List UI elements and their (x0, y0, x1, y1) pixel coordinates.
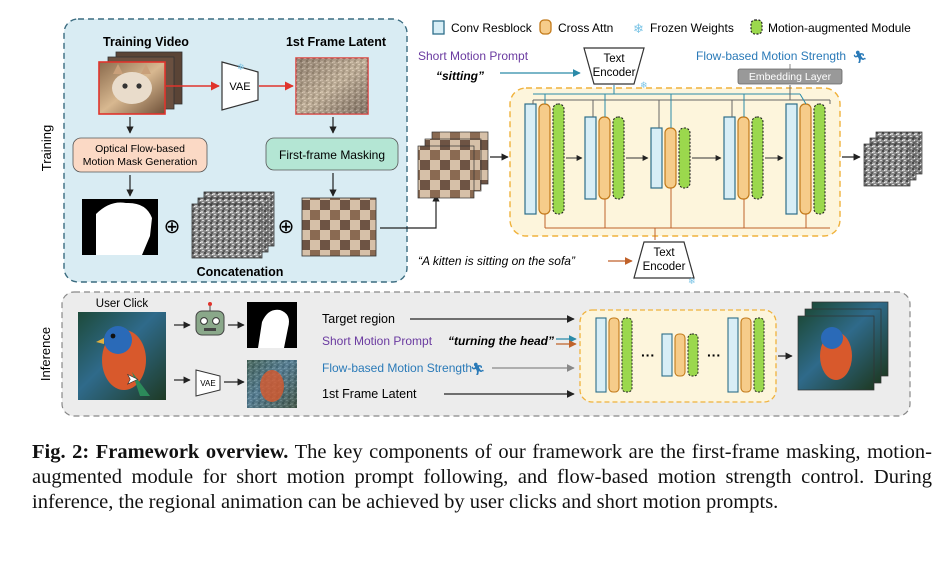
user-click-label: User Click (96, 298, 149, 310)
legend-cross-label: Cross Attn (558, 21, 613, 35)
vae-block-inference: VAE (195, 369, 221, 397)
inference-panel: Inference User Click ➤ VAE (38, 291, 911, 417)
training-video-label: Training Video (103, 35, 189, 49)
first-frame-latent-label: 1st Frame Latent (286, 35, 387, 49)
motion-mask-generation-box: Optical Flow-based Motion Mask Generatio… (72, 137, 208, 173)
ellipsis-dots: ··· (707, 347, 721, 363)
training-panel: Training Training Video 1st Frame Latent… (39, 18, 408, 283)
svg-text:Text: Text (603, 53, 625, 65)
first-frame-masking-box: First-frame Masking (265, 137, 399, 171)
motion-strength-inference-label: Flow-based Motion Strength (322, 361, 472, 375)
snowflake-icon: ❄ (237, 62, 245, 72)
svg-text:Encoder: Encoder (643, 261, 686, 273)
concatenation-label: Concatenation (197, 265, 284, 279)
target-region-label: Target region (322, 312, 395, 326)
figure-caption: Fig. 2: Framework overview. The key comp… (32, 440, 932, 515)
first-frame-latent-inference-label: 1st Frame Latent (322, 387, 417, 401)
unet-inference: ··· ··· (579, 309, 777, 403)
prompt-example-sitting: “sitting” (436, 69, 484, 83)
training-video-frames (98, 51, 183, 115)
framework-figure: Conv Resblock Cross Attn ❄ Frozen Weight… (38, 18, 923, 417)
plus-symbol: ⊕ (278, 216, 295, 238)
robot-icon (195, 302, 225, 336)
snowflake-icon: ❄ (633, 21, 644, 36)
prompt-example-turning: “turning the head” (448, 334, 554, 348)
cursor-icon: ➤ (126, 371, 139, 388)
text-encoder-bottom: Text Encoder ❄ (633, 241, 696, 286)
output-bird-frames (797, 301, 889, 391)
stacked-input-frames (417, 131, 489, 199)
ellipsis-dots: ··· (641, 347, 655, 363)
legend-conv-label: Conv Resblock (451, 21, 533, 35)
svg-text:Embedding Layer: Embedding Layer (749, 71, 832, 83)
noise-frames (191, 191, 275, 259)
legend-motion-label: Motion-augmented Module (768, 21, 911, 35)
snowflake-icon: ❄ (640, 80, 648, 90)
running-figure-icon: 🏃︎ (470, 362, 485, 376)
output-noise-frames (863, 131, 923, 187)
inference-side-label: Inference (38, 327, 53, 381)
svg-text:First-frame Masking: First-frame Masking (279, 148, 385, 162)
legend-frozen-label: Frozen Weights (650, 21, 734, 35)
motion-mask-image (82, 199, 158, 255)
target-mask-image (247, 302, 297, 348)
embedding-layer-box: Embedding Layer (737, 68, 843, 85)
text-encoder-top: Text Encoder ❄ (583, 47, 648, 90)
caption-prompt-kitten: “A kitten is sitting on the sofa” (418, 254, 576, 268)
caption-label: Fig. 2: Framework overview. (32, 441, 289, 463)
unet-training (509, 85, 841, 240)
legend: Conv Resblock Cross Attn ❄ Frozen Weight… (432, 19, 911, 36)
motion-module-legend-icon (750, 19, 763, 35)
svg-text:Optical Flow-based: Optical Flow-based (95, 143, 185, 155)
svg-text:Encoder: Encoder (593, 67, 636, 79)
plus-symbol: ⊕ (164, 216, 181, 238)
caption-text: The key components of our framework are … (32, 441, 933, 513)
input-bird-image (78, 312, 166, 400)
svg-text:VAE: VAE (200, 379, 215, 388)
svg-text:VAE: VAE (229, 81, 250, 93)
running-figure-icon: 🏃︎ (852, 50, 867, 64)
cross-attn-legend-icon (539, 19, 552, 35)
motion-strength-label: Flow-based Motion Strength (696, 49, 846, 63)
training-side-label: Training (39, 125, 54, 171)
short-motion-prompt-inference-label: Short Motion Prompt (322, 334, 433, 348)
svg-text:Motion Mask Generation: Motion Mask Generation (83, 156, 198, 168)
masked-latent-image (301, 197, 377, 257)
snowflake-icon: ❄ (688, 276, 696, 286)
short-motion-prompt-label: Short Motion Prompt (418, 49, 529, 63)
vae-block: VAE ❄ (221, 61, 259, 111)
inference-latent-image (247, 360, 297, 408)
conv-resblock-legend-icon (432, 20, 445, 35)
svg-text:Text: Text (653, 247, 675, 259)
